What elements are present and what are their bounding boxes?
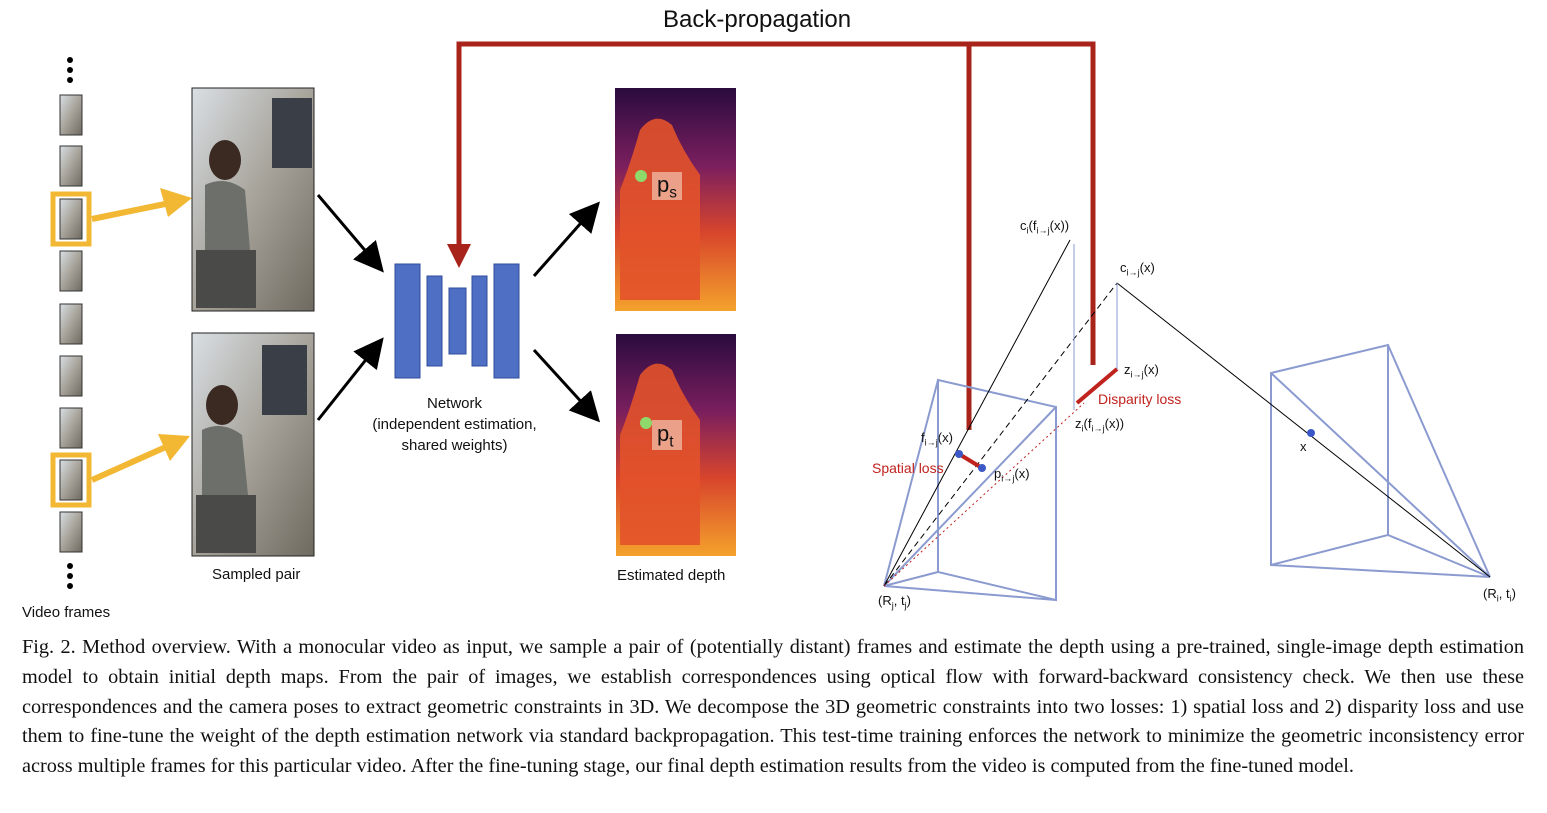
video-frame-thumbnails: [59, 94, 83, 553]
x-label: x: [1300, 439, 1307, 454]
ci-fij-label: ci(fi→j(x)): [1020, 218, 1070, 236]
method-overview-figure: Back-propagation Video frames Sampled pa…: [22, 6, 1516, 621]
geometry-rays: [883, 239, 1491, 587]
spatial-loss-segment: [957, 452, 984, 470]
point-fij: [955, 450, 963, 458]
point-x: [1307, 429, 1315, 437]
camera-i-frustum: [1270, 343, 1491, 578]
sampled-pair-label: Sampled pair: [212, 566, 301, 583]
video-frames-label: Video frames: [22, 604, 111, 621]
backprop-path: [447, 41, 1096, 430]
ps-label: ps: [657, 172, 677, 202]
fij-label: fi→j(x): [921, 430, 953, 448]
figure-caption: Fig. 2. Method overview. With a monocula…: [22, 636, 1524, 778]
depth-maps: [615, 88, 736, 556]
camera-j-frustum: [883, 378, 1057, 602]
backprop-title: Back-propagation: [663, 6, 852, 33]
spatial-loss-label: Spatial loss: [872, 460, 944, 476]
cij-label: ci→j(x): [1120, 260, 1155, 278]
pt-label: pt: [657, 421, 674, 451]
selected-frame-2: [50, 452, 92, 508]
sampled-pair-photos: [191, 87, 315, 557]
camera-i-label: (Ri, ti): [1483, 586, 1516, 604]
network-diagram: [394, 263, 520, 379]
disparity-loss-label: Disparity loss: [1098, 391, 1182, 407]
figure-canvas: [50, 41, 1491, 602]
camera-j-label: (Rj, tj): [878, 593, 911, 611]
disparity-loss-segment: [1075, 367, 1119, 405]
zi-fij-label: zi(fi→j(x)): [1075, 416, 1125, 434]
network-label: Network (independent estimation, shared …: [372, 395, 537, 454]
selected-frame-1: [50, 191, 92, 247]
pij-label: pi→j(x): [994, 466, 1030, 484]
point-pij: [978, 464, 986, 472]
video-frame-strip: [50, 57, 192, 589]
zij-label: zi→j(x): [1124, 362, 1159, 380]
estimated-depth-label: Estimated depth: [617, 567, 726, 584]
